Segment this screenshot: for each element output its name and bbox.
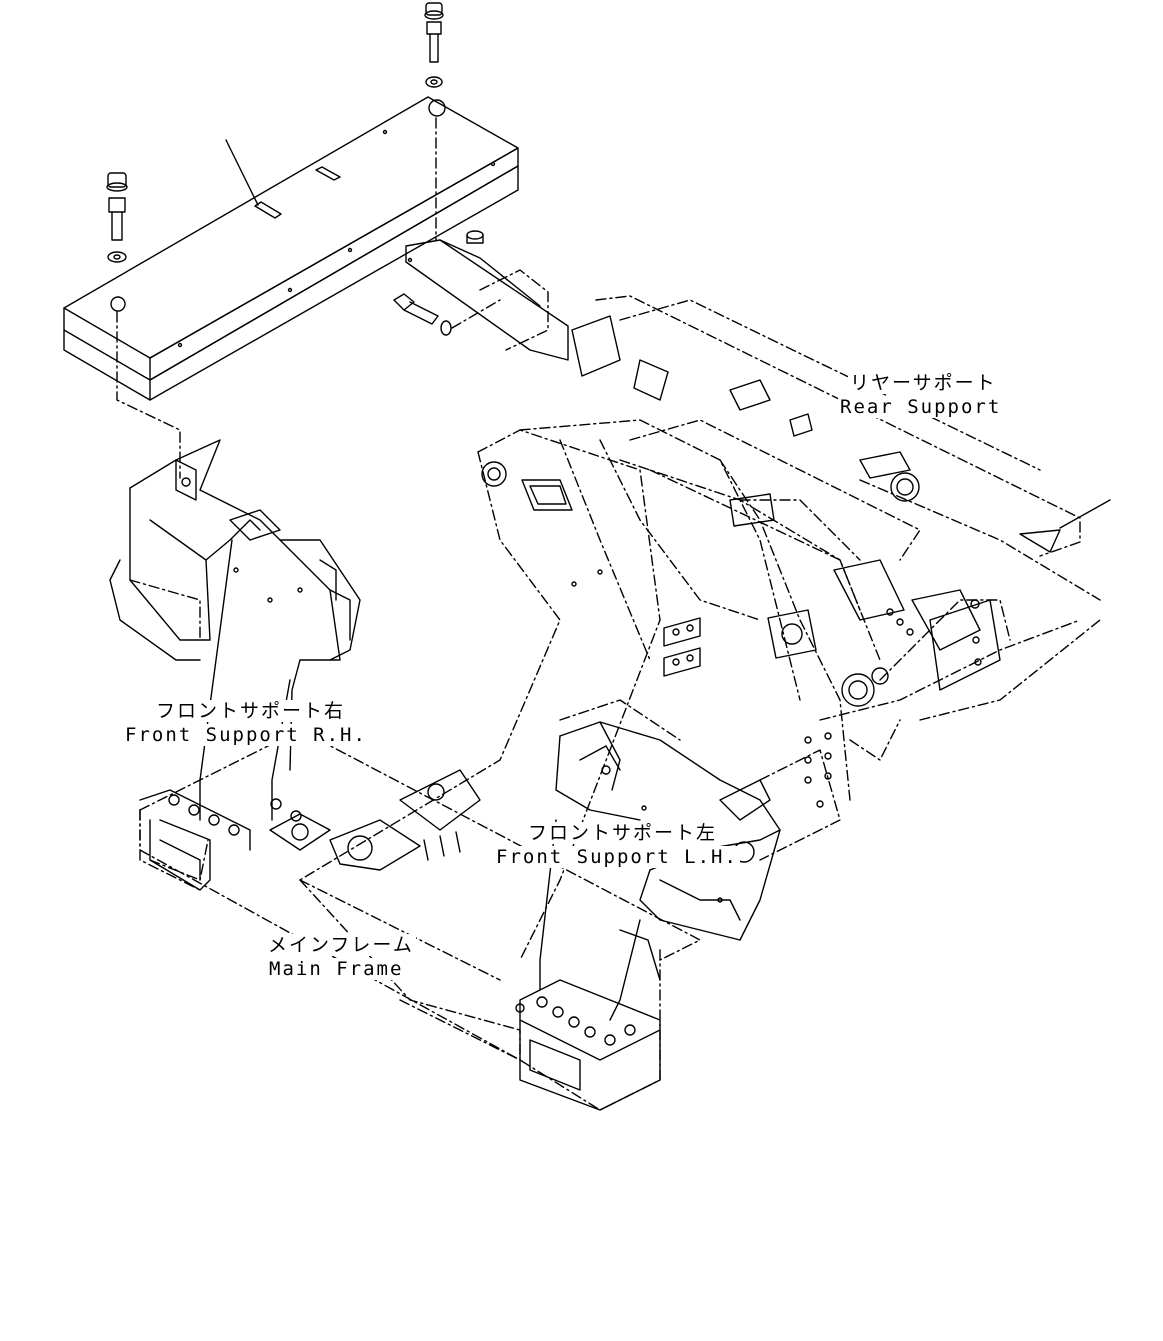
bolt-horizontal bbox=[393, 293, 501, 336]
front-support-rh bbox=[109, 439, 361, 891]
main-frame bbox=[139, 419, 1101, 1111]
cover-plate bbox=[63, 96, 519, 401]
front-support-lh-label-jp: フロントサポート左 bbox=[526, 822, 720, 844]
front-support-rh-label-en: Front Support R.H. bbox=[123, 724, 369, 746]
bolt-set-front bbox=[106, 172, 181, 479]
main-frame-blocks bbox=[139, 809, 521, 1061]
rear-support-label-jp: リヤーサポート bbox=[848, 372, 999, 394]
rear-support-label-en: Rear Support bbox=[838, 396, 1004, 418]
bolt-set-rear bbox=[424, 2, 444, 241]
main-frame-label-jp: メインフレーム bbox=[266, 934, 416, 956]
front-support-lh-label-en: Front Support L.H. bbox=[494, 846, 740, 868]
main-frame-label-en: Main Frame bbox=[267, 958, 406, 980]
rear-support bbox=[405, 230, 1111, 601]
front-support-lh bbox=[515, 721, 781, 1111]
frame-details bbox=[329, 461, 1001, 871]
front-support-rh-label-jp: フロントサポート右 bbox=[154, 700, 348, 722]
